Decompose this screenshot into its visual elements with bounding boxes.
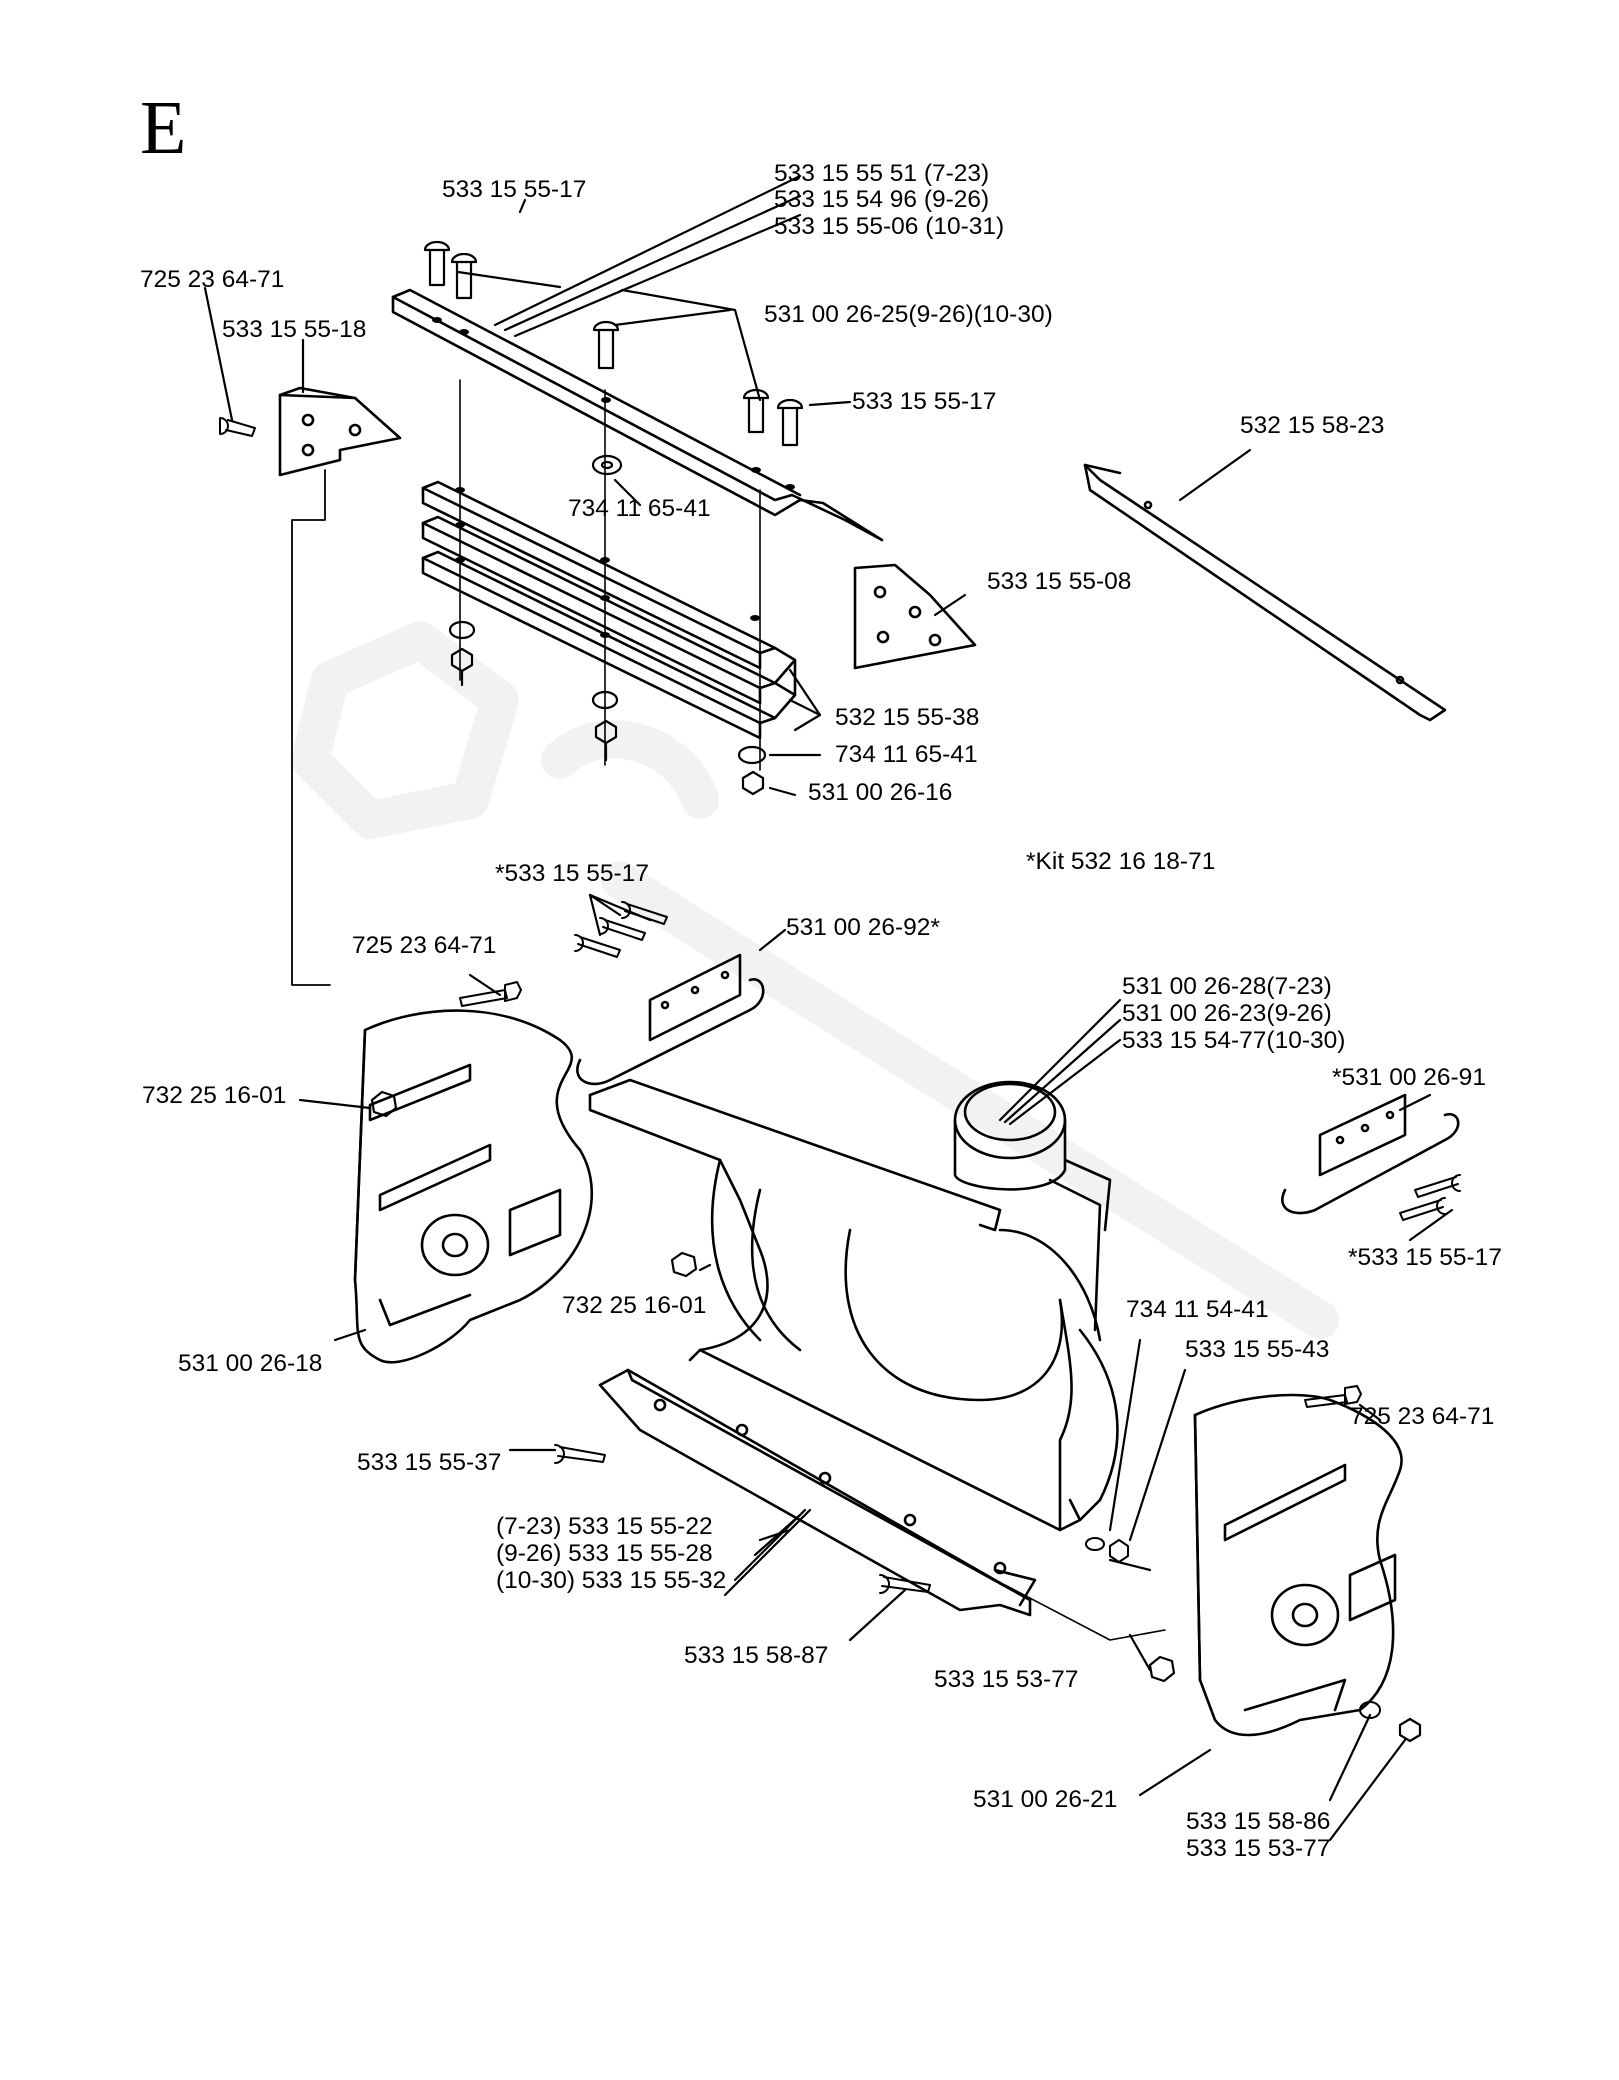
left-skid-shoe bbox=[576, 953, 765, 1086]
flat-washer-icon bbox=[1359, 1701, 1381, 1719]
part-label: (10-30) 533 15 55-32 bbox=[496, 1567, 727, 1594]
carriage-bolt-icon bbox=[459, 981, 522, 1007]
part-label: 532 15 58-23 bbox=[1240, 412, 1385, 439]
part-label: (9-26) 533 15 55-28 bbox=[496, 1540, 713, 1567]
part-label: 533 15 54 96 (9-26) bbox=[774, 186, 990, 213]
part-label: (7-23) 533 15 55-22 bbox=[496, 1513, 713, 1540]
part-label: 533 15 55-37 bbox=[357, 1449, 502, 1476]
carriage-bolt-icon bbox=[1399, 1174, 1461, 1221]
carriage-bolt-icon bbox=[1304, 1385, 1362, 1408]
left-end-bracket bbox=[278, 386, 402, 477]
top-scraper-plate bbox=[391, 288, 884, 542]
part-label: 533 15 55-08 bbox=[987, 568, 1132, 595]
auger-housing bbox=[588, 1078, 1119, 1532]
part-label: 531 00 26-23(9-26) bbox=[1122, 1000, 1332, 1027]
part-label: 725 23 64-71 bbox=[1350, 1403, 1495, 1430]
part-label: 533 15 55-06 (10-31) bbox=[774, 213, 1005, 240]
hex-nut-icon bbox=[370, 1090, 398, 1118]
hex-nut-icon bbox=[1148, 1655, 1422, 1743]
part-label: 533 15 55-17 bbox=[852, 388, 997, 415]
part-label: 533 15 58-86 bbox=[1186, 1808, 1331, 1835]
part-label: 533 15 53-77 bbox=[934, 1666, 1079, 1693]
part-label: 533 15 53-77 bbox=[1186, 1835, 1331, 1862]
right-end-bracket bbox=[853, 563, 977, 670]
chute-ring bbox=[953, 1080, 1112, 1232]
carriage-bolt-icon bbox=[423, 240, 804, 447]
lock-washer-icon bbox=[1085, 1537, 1129, 1563]
part-label: 533 15 54-77(10-30) bbox=[1122, 1027, 1346, 1054]
part-label: 531 00 26-18 bbox=[178, 1350, 323, 1377]
part-label: 533 15 55 51 (7-23) bbox=[774, 160, 990, 187]
part-label: 725 23 64-71 bbox=[140, 266, 285, 293]
part-label: 533 15 55-43 bbox=[1185, 1336, 1330, 1363]
part-label: 734 11 65-41 bbox=[568, 495, 711, 522]
part-label: 734 11 65-41 bbox=[835, 741, 978, 768]
part-label: 732 25 16-01 bbox=[562, 1292, 707, 1319]
bottom-wear-strip bbox=[598, 1368, 1037, 1617]
kit-note: *Kit 532 16 18-71 bbox=[1026, 848, 1216, 875]
part-label: 531 00 26-28(7-23) bbox=[1122, 973, 1332, 1000]
part-label: 725 23 64-71 bbox=[352, 932, 497, 959]
part-label: 532 15 55-38 bbox=[835, 704, 980, 731]
part-label: 533 15 58-87 bbox=[684, 1642, 829, 1669]
part-label: 531 00 26-16 bbox=[808, 779, 953, 806]
section-letter: E bbox=[140, 86, 187, 170]
part-label: 533 15 55-18 bbox=[222, 316, 367, 343]
right-skid-shoe bbox=[1281, 1093, 1460, 1215]
leader-lines bbox=[203, 174, 1454, 1842]
part-label: 531 00 26-92* bbox=[786, 914, 940, 941]
hex-nut-icon bbox=[670, 1251, 698, 1278]
flat-washer-icon bbox=[448, 454, 767, 765]
right-side-plate bbox=[1193, 1393, 1403, 1737]
part-label: *533 15 55-17 bbox=[495, 860, 649, 887]
part-label: 531 00 26-25(9-26)(10-30) bbox=[764, 301, 1053, 328]
left-side-plate bbox=[353, 1009, 594, 1364]
carriage-bolt-icon bbox=[219, 417, 256, 437]
part-label: 732 25 16-01 bbox=[142, 1082, 287, 1109]
part-label: 734 11 54-41 bbox=[1126, 1296, 1269, 1323]
part-label: *533 15 55-17 bbox=[1348, 1244, 1502, 1271]
hex-nut-icon bbox=[450, 647, 765, 796]
part-label: 533 15 55-17 bbox=[442, 176, 587, 203]
long-wear-bar bbox=[1083, 463, 1447, 722]
part-label: 531 00 26-21 bbox=[973, 1786, 1118, 1813]
part-label: *531 00 26-91 bbox=[1332, 1064, 1486, 1091]
